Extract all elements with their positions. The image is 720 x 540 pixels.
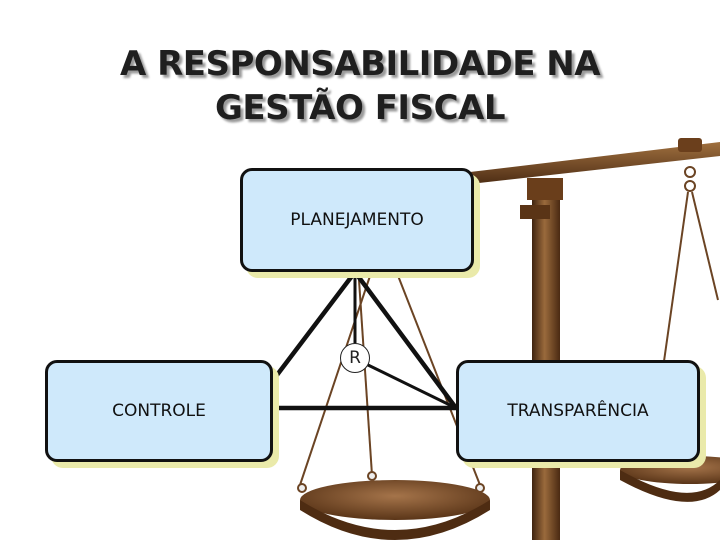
center-r-label: R (349, 348, 361, 368)
triangle-outline (247, 268, 461, 411)
title-line-1: A RESPONSABILIDADE NA (119, 44, 601, 84)
node-controle: CONTROLE (45, 360, 273, 462)
title-line-2: GESTÃO FISCAL (214, 88, 506, 128)
page-title: A RESPONSABILIDADE NA GESTÃO FISCAL (0, 42, 720, 130)
node-transparencia-label: TRANSPARÊNCIA (507, 401, 649, 421)
node-planejamento-label: PLANEJAMENTO (290, 210, 424, 230)
node-planejamento: PLANEJAMENTO (240, 168, 474, 272)
node-controle-label: CONTROLE (112, 401, 206, 421)
node-transparencia: TRANSPARÊNCIA (456, 360, 700, 462)
connector-center-right (367, 363, 457, 410)
center-r-badge: R (340, 343, 370, 373)
